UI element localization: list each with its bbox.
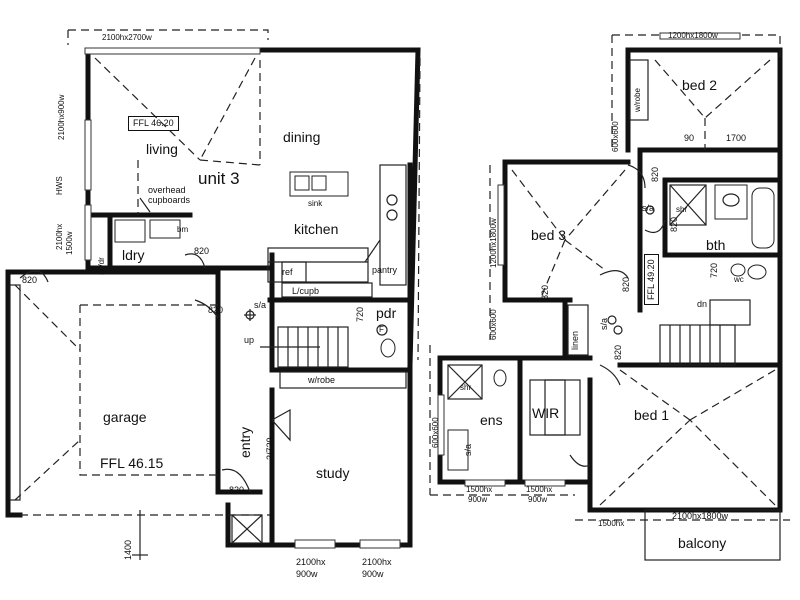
dim-820b: 820 xyxy=(669,216,679,232)
dim-820c: 820 xyxy=(621,276,631,292)
wc-label: wc xyxy=(734,275,744,284)
wir-bot-a: 1500hx xyxy=(526,485,553,494)
room-balcony: balcony xyxy=(678,535,727,551)
sa-upper-2: s/a xyxy=(599,317,609,330)
room-bed3: bed 3 xyxy=(531,227,567,243)
bed3-window2: 600x600 xyxy=(489,309,498,340)
ens-bot-b: 900w xyxy=(468,495,488,504)
lcupb-label: L/cupb xyxy=(292,286,320,296)
unit-label: unit 3 xyxy=(198,169,240,188)
dim-820a: 820 xyxy=(650,166,660,182)
room-wir: WIR xyxy=(532,405,560,421)
upper-floor-details xyxy=(429,32,790,561)
dim-820e: 820 xyxy=(613,344,623,360)
upper-stairs xyxy=(659,299,751,366)
room-kitchen: kitchen xyxy=(294,221,339,237)
room-ens: ens xyxy=(480,412,503,428)
cupboards-label: cupboards xyxy=(148,195,191,205)
sink-label: sink xyxy=(308,199,323,208)
dim-820-hall: 820 xyxy=(208,305,224,315)
shr-ens: shr xyxy=(460,383,472,392)
dim-820d: 820 xyxy=(540,284,550,300)
bed3-window: 1200hx1800w xyxy=(489,218,498,268)
dim-90: 90 xyxy=(684,133,695,143)
sa-upper-3: s/a xyxy=(463,443,473,456)
ground-floor-details xyxy=(9,29,421,560)
ffl-upper: FFL 49.20 xyxy=(644,254,659,305)
room-garage: garage xyxy=(103,409,147,425)
study-win2b: 900w xyxy=(362,569,384,579)
window-dim-left2a: 2100hx xyxy=(55,223,64,250)
dim-820-entry: 820 xyxy=(229,485,245,495)
dim-820-garage: 820 xyxy=(22,275,38,285)
balcony-right-dim: 2100hx1800w xyxy=(672,511,729,521)
upper-floor-walls xyxy=(437,47,783,513)
study-win2a: 2100hx xyxy=(362,557,392,567)
dim-720-upper: 720 xyxy=(709,262,719,278)
room-bed1: bed 1 xyxy=(634,407,670,423)
ground-floor-walls xyxy=(5,47,421,548)
room-linen: linen xyxy=(570,330,580,350)
dim-600a: 600x600 xyxy=(611,121,620,152)
ref-label: ref xyxy=(282,267,293,277)
room-ldry: ldry xyxy=(122,247,145,263)
up-label: up xyxy=(244,335,255,345)
sa-ground: s/a xyxy=(254,300,267,310)
upper-top-window: 1200hx1800w xyxy=(668,31,718,40)
bm-label: bm xyxy=(177,225,189,234)
hws-label: HWS xyxy=(55,176,64,195)
room-dn: dn xyxy=(697,299,708,309)
room-entry: entry xyxy=(237,426,253,458)
sa-upper-1: s/a xyxy=(642,203,655,213)
window-dim-left: 2100hx900w xyxy=(57,94,66,140)
dim-1400: 1400 xyxy=(123,539,133,560)
dim-720-pdr: 720 xyxy=(355,306,365,322)
wrobe-upper: w/robe xyxy=(633,87,642,112)
overhead-label: overhead xyxy=(148,185,186,195)
room-living: living xyxy=(146,141,178,157)
wrobe-ground: w/robe xyxy=(308,375,336,385)
ffl-living: FFL 46.20 xyxy=(128,116,179,131)
ffl-garage: FFL 46.15 xyxy=(100,455,164,471)
wir-bot-b: 900w xyxy=(528,495,548,504)
room-pdr: pdr xyxy=(376,305,397,321)
room-bth: bth xyxy=(706,237,726,253)
room-pantry: pantry xyxy=(372,265,398,275)
window-dim-top: 2100hx2700w xyxy=(102,33,152,42)
window-dim-left2b: 1500w xyxy=(65,231,74,255)
balcony-left-dim: 1500hx xyxy=(598,519,625,528)
ground-stairs xyxy=(260,326,349,368)
study-win1a: 2100hx xyxy=(296,557,326,567)
dim-2720: 2/720 xyxy=(265,437,275,460)
sldr-label: sL/dr xyxy=(97,257,106,275)
room-study: study xyxy=(316,465,350,481)
ens-bot-a: 1500hx xyxy=(466,485,493,494)
study-win1b: 900w xyxy=(296,569,318,579)
ens-window: 600x600 xyxy=(431,417,440,448)
f-label: F xyxy=(379,325,384,334)
room-dining: dining xyxy=(283,129,321,145)
dim-820-ldry: 820 xyxy=(194,246,210,256)
room-bed2: bed 2 xyxy=(682,77,718,93)
dim-1700: 1700 xyxy=(726,133,747,143)
shr-bth: shr xyxy=(676,205,688,214)
